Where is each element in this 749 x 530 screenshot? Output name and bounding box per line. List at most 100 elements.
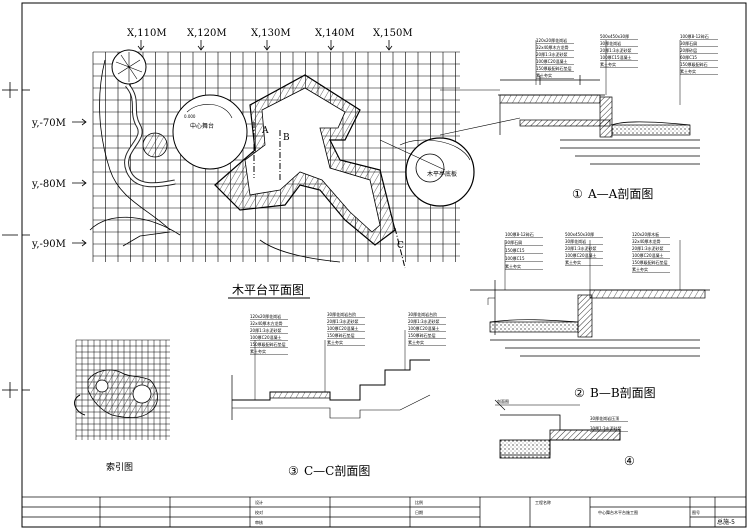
registration-marks bbox=[2, 82, 30, 398]
construction-note: 素土夯实 bbox=[680, 68, 696, 74]
construction-note: 60厚C15 bbox=[680, 55, 697, 60]
construction-note: 32x40厚木方龙骨 bbox=[536, 44, 569, 50]
construction-note: 素土夯实 bbox=[565, 259, 581, 265]
construction-note: 120x20厚花岗岩 bbox=[536, 37, 567, 43]
construction-note: 150厚碎石垫层 bbox=[408, 332, 436, 338]
section-aa: 120x20厚花岗岩32x40厚木方龙骨20厚1:3水泥砂浆100厚C20混凝土… bbox=[498, 33, 718, 201]
construction-note: 120x20厚花岗岩 bbox=[250, 313, 281, 319]
detail-4: 剖面图 30厚花岗岩压顶 30厚1:3水泥砂浆 ④ bbox=[494, 398, 635, 468]
section-mark-b: B bbox=[283, 133, 290, 143]
construction-note: 100厚C20混凝土 bbox=[536, 58, 568, 64]
aa-section-number: ① bbox=[572, 187, 583, 201]
construction-note: 30厚花岗岩台阶 bbox=[408, 311, 437, 317]
construction-note: 120x20厚木板 bbox=[632, 231, 659, 237]
x-axis-label-110: X,110M bbox=[127, 28, 167, 39]
cc-section-number: ③ bbox=[288, 464, 299, 478]
construction-note: 150厚级配碎石垫层 bbox=[632, 259, 668, 265]
construction-note: 30厚1:3水泥砂浆 bbox=[590, 425, 622, 431]
tb-drawing-no-label: 图号 bbox=[692, 509, 700, 515]
section-mark-a: A bbox=[261, 126, 269, 136]
construction-note: 32x40厚木龙骨 bbox=[632, 238, 661, 244]
x-axis-arrows bbox=[137, 40, 393, 51]
construction-note: 素土夯实 bbox=[536, 72, 552, 78]
y-axis-labels: y,-70M y,-80M y,-90M bbox=[31, 118, 66, 250]
tb-review-label: 审核 bbox=[255, 519, 263, 525]
tb-check-label: 校对 bbox=[255, 509, 263, 515]
x-axis-labels: X,110M X,120M X,130M X,140M X,150M bbox=[127, 28, 413, 39]
construction-note: 150厚级配碎石垫层 bbox=[536, 65, 572, 71]
bb-section-title: B—B剖面图 bbox=[590, 386, 656, 400]
cc-notes-left: 120x20厚花岗岩32x40厚木方龙骨20厚1:3水泥砂浆100厚C20混凝土… bbox=[250, 313, 288, 355]
y-axis-label-70: y,-70M bbox=[31, 118, 66, 129]
aa-notes-left: 120x20厚花岗岩32x40厚木方龙骨20厚1:3水泥砂浆100厚C20混凝土… bbox=[536, 37, 574, 79]
construction-note: 20厚1:3水泥砂浆 bbox=[632, 245, 664, 251]
construction-note: 150厚碎石垫层 bbox=[327, 332, 355, 338]
construction-note: 500x450x30厚 bbox=[600, 34, 629, 39]
tree-symbol bbox=[111, 49, 147, 85]
construction-note: 30厚花岗岩台阶 bbox=[327, 311, 356, 317]
construction-note: 20厚1:3水泥砂浆 bbox=[250, 327, 282, 333]
construction-note: 30厚花岗岩压顶 bbox=[590, 415, 619, 421]
aa-notes-mid: 500x450x30厚30厚花岗岩20厚1:3水泥砂浆100厚C15混凝土素土夯… bbox=[600, 34, 638, 68]
construction-note: 素土夯实 bbox=[632, 266, 648, 272]
plan-labels: 中心舞台 0.000 木平亭底板 A B C bbox=[184, 114, 457, 251]
x-axis-label-120: X,120M bbox=[187, 28, 227, 39]
bb-section-number: ② bbox=[574, 386, 585, 400]
d4-notes: 30厚花岗岩压顶 30厚1:3水泥砂浆 bbox=[590, 415, 628, 432]
index-map: 索引图 bbox=[74, 339, 170, 473]
construction-note: 素土夯实 bbox=[408, 339, 424, 345]
construction-note: 100厚C15混凝土 bbox=[600, 54, 632, 60]
construction-note: 100厚C20混凝土 bbox=[327, 325, 359, 331]
section-mark-c: C bbox=[397, 241, 404, 251]
construction-note: 素土夯实 bbox=[600, 61, 616, 67]
tb-scale-label: 比例 bbox=[415, 499, 423, 505]
plan-features bbox=[89, 49, 521, 269]
construction-note: 150厚级配碎石垫层 bbox=[250, 341, 286, 347]
construction-note: 30厚花岗岩 bbox=[600, 40, 621, 46]
d4-section-number: ④ bbox=[624, 454, 635, 468]
lawn-edge bbox=[99, 59, 171, 231]
tb-date-label: 日期 bbox=[415, 509, 423, 515]
bb-notes-right: 120x20厚木板32x40厚木龙骨20厚1:3水泥砂浆100厚C20混凝土15… bbox=[632, 231, 670, 273]
x-axis-label-150: X,150M bbox=[373, 28, 413, 39]
tb-project-label: 工程名称 bbox=[535, 499, 551, 505]
construction-note: 100厚C15 bbox=[505, 256, 525, 261]
x-axis-label-130: X,130M bbox=[251, 28, 291, 39]
stone-path-inner bbox=[125, 84, 176, 187]
construction-note: 100厚C20混凝土 bbox=[565, 252, 597, 258]
construction-note: 20厚1:3水泥砂浆 bbox=[536, 51, 568, 57]
cc-section-title: C—C剖面图 bbox=[304, 464, 370, 478]
title-block-text: 设计 校对 审核 比例 日期 工程名称 中心舞台木平台施工图 图号 总施-5 bbox=[255, 499, 735, 526]
d4-callout: 剖面图 bbox=[497, 398, 509, 404]
index-title: 索引图 bbox=[106, 461, 133, 473]
tb-drawing-no: 总施-5 bbox=[717, 518, 735, 526]
construction-note: 20厚砂层 bbox=[680, 47, 697, 53]
section-cut-c bbox=[394, 227, 406, 269]
x-axis-label-140: X,140M bbox=[315, 28, 355, 39]
construction-note: 150厚级配碎石 bbox=[680, 61, 708, 67]
deck-inner bbox=[244, 87, 381, 233]
construction-note: 500x450x30厚 bbox=[565, 232, 594, 237]
construction-note: 20厚1:3水泥砂浆 bbox=[408, 318, 440, 324]
construction-note: 100厚8-12碎石 bbox=[680, 33, 709, 39]
construction-note: 100厚C20混凝土 bbox=[632, 252, 664, 258]
pavilion-label: 木平亭底板 bbox=[427, 170, 457, 178]
construction-note: 20厚1:3水泥砂浆 bbox=[565, 245, 597, 251]
aa-section-title: A—A剖面图 bbox=[587, 187, 653, 201]
construction-note: 素土夯实 bbox=[327, 339, 343, 345]
construction-note: 100厚8-12碎石 bbox=[505, 231, 534, 237]
construction-note: 素土夯实 bbox=[505, 263, 521, 269]
stepping-cluster bbox=[142, 132, 168, 158]
construction-note: 素土夯实 bbox=[250, 348, 266, 354]
elevation-label: 0.000 bbox=[184, 114, 196, 119]
tb-design-label: 设计 bbox=[255, 499, 263, 505]
y-axis-arrows bbox=[72, 118, 87, 247]
central-stage bbox=[172, 94, 248, 170]
plan-title: 木平台平面图 bbox=[232, 282, 304, 297]
platform-label: 中心舞台 bbox=[190, 122, 214, 130]
